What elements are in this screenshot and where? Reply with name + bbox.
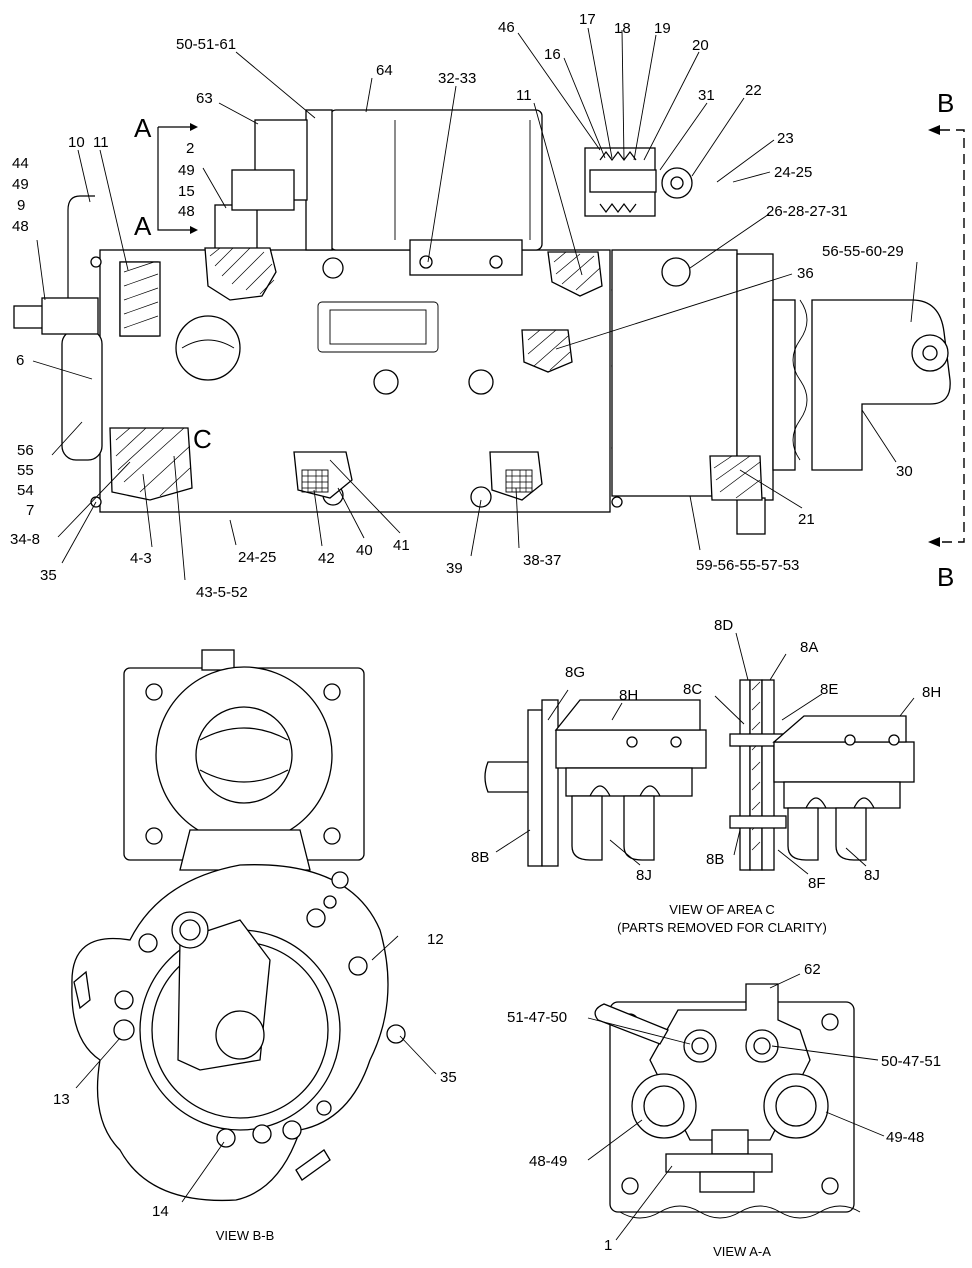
callout-54: 54	[17, 482, 34, 499]
callout-55: 55	[17, 462, 34, 479]
callout-56: 56	[17, 442, 34, 459]
callout-12: 12	[427, 931, 444, 948]
section-b-b-arrows	[928, 125, 965, 547]
callout-48: 48	[12, 218, 29, 235]
callout-11: 11	[93, 134, 109, 151]
callout-8H-b: 8H	[922, 684, 941, 701]
callout-63: 63	[196, 90, 213, 107]
callout-39: 39	[446, 560, 463, 577]
callout-8C: 8C	[683, 681, 702, 698]
callout-36: 36	[797, 265, 814, 282]
callout-8D: 8D	[714, 617, 733, 634]
callout-34-8: 34-8	[10, 531, 40, 548]
callout-8B-b: 8B	[706, 851, 724, 868]
callout-50-47-51: 50-47-51	[881, 1053, 941, 1070]
callout-10: 10	[68, 134, 85, 151]
callout-20: 20	[692, 37, 709, 54]
callout-48-b: 48	[178, 203, 195, 220]
callout-41: 41	[393, 537, 410, 554]
callout-48-49: 48-49	[529, 1153, 567, 1170]
callout-8G: 8G	[565, 664, 585, 681]
callout-7: 7	[26, 502, 34, 519]
main-assembly-view	[13, 27, 965, 581]
section-mark-b-bottom: B	[937, 562, 954, 592]
callout-51-47-50: 51-47-50	[507, 1009, 567, 1026]
callout-30: 30	[896, 463, 913, 480]
callout-49-48: 49-48	[886, 1129, 924, 1146]
callout-22: 22	[745, 82, 762, 99]
callout-8B: 8B	[471, 849, 489, 866]
solenoid-body	[329, 109, 543, 251]
callout-2: 2	[186, 140, 194, 157]
section-mark-b-top: B	[937, 88, 954, 118]
view-b-b	[71, 649, 437, 1203]
callout-24-25-b: 24-25	[238, 549, 276, 566]
callout-24-25: 24-25	[774, 164, 812, 181]
callout-8J: 8J	[636, 867, 652, 884]
callout-23: 23	[777, 130, 794, 147]
callout-14: 14	[152, 1203, 169, 1220]
callout-11-b: 11	[516, 87, 532, 104]
callout-21: 21	[798, 511, 815, 528]
callout-19: 19	[654, 20, 671, 37]
callout-18: 18	[614, 20, 631, 37]
callout-1: 1	[604, 1237, 612, 1254]
view-area-c	[484, 632, 915, 875]
callout-35: 35	[40, 567, 57, 584]
callout-59-56-55-57-53: 59-56-55-57-53	[696, 557, 799, 574]
callout-8H: 8H	[619, 687, 638, 704]
view-captions: VIEW OF AREA C (PARTS REMOVED FOR CLARIT…	[216, 902, 827, 1259]
callout-17: 17	[579, 11, 596, 28]
callout-26-28-27-31: 26-28-27-31	[766, 203, 848, 220]
callout-31: 31	[698, 87, 715, 104]
callout-64: 64	[376, 62, 393, 79]
callout-38-37: 38-37	[523, 552, 561, 569]
callout-labels: 44 49 9 48 10 11 50-51-61 64 63 2 49 15 …	[10, 11, 941, 1254]
callout-9: 9	[17, 197, 25, 214]
section-a-a-arrows	[157, 123, 198, 234]
section-mark-a-top: A	[134, 113, 152, 143]
callout-49-b: 49	[178, 162, 195, 179]
section-cutaways	[109, 247, 603, 501]
callout-46: 46	[498, 19, 515, 36]
area-mark-c: C	[193, 424, 212, 454]
callout-35-b: 35	[440, 1069, 457, 1086]
callout-8J-b: 8J	[864, 867, 880, 884]
callout-6: 6	[16, 352, 24, 369]
callout-16: 16	[544, 46, 561, 63]
drive-housing	[611, 249, 951, 535]
callout-15: 15	[178, 183, 195, 200]
caption-view-a-a: VIEW A-A	[713, 1244, 771, 1259]
callout-42: 42	[318, 550, 335, 567]
callout-13: 13	[53, 1091, 70, 1108]
callout-40: 40	[356, 542, 373, 559]
section-mark-a-bottom: A	[134, 211, 152, 241]
section-marks: A A B B C	[134, 88, 954, 592]
caption-parts-removed: (PARTS REMOVED FOR CLARITY)	[617, 920, 827, 935]
caption-view-b-b: VIEW B-B	[216, 1228, 275, 1243]
callout-8A: 8A	[800, 639, 818, 656]
callout-43-5-52: 43-5-52	[196, 584, 248, 601]
leader-lines	[32, 27, 918, 581]
callout-62: 62	[804, 961, 821, 978]
callout-56-55-60-29: 56-55-60-29	[822, 243, 904, 260]
callout-49: 49	[12, 176, 29, 193]
callout-50-51-61: 50-51-61	[176, 36, 236, 53]
view-a-a	[587, 973, 885, 1241]
callout-8E: 8E	[820, 681, 838, 698]
callout-32-33: 32-33	[438, 70, 476, 87]
callout-44: 44	[12, 155, 29, 172]
callout-4-3: 4-3	[130, 550, 152, 567]
callout-8F: 8F	[808, 875, 826, 892]
caption-view-area-c: VIEW OF AREA C	[669, 902, 774, 917]
